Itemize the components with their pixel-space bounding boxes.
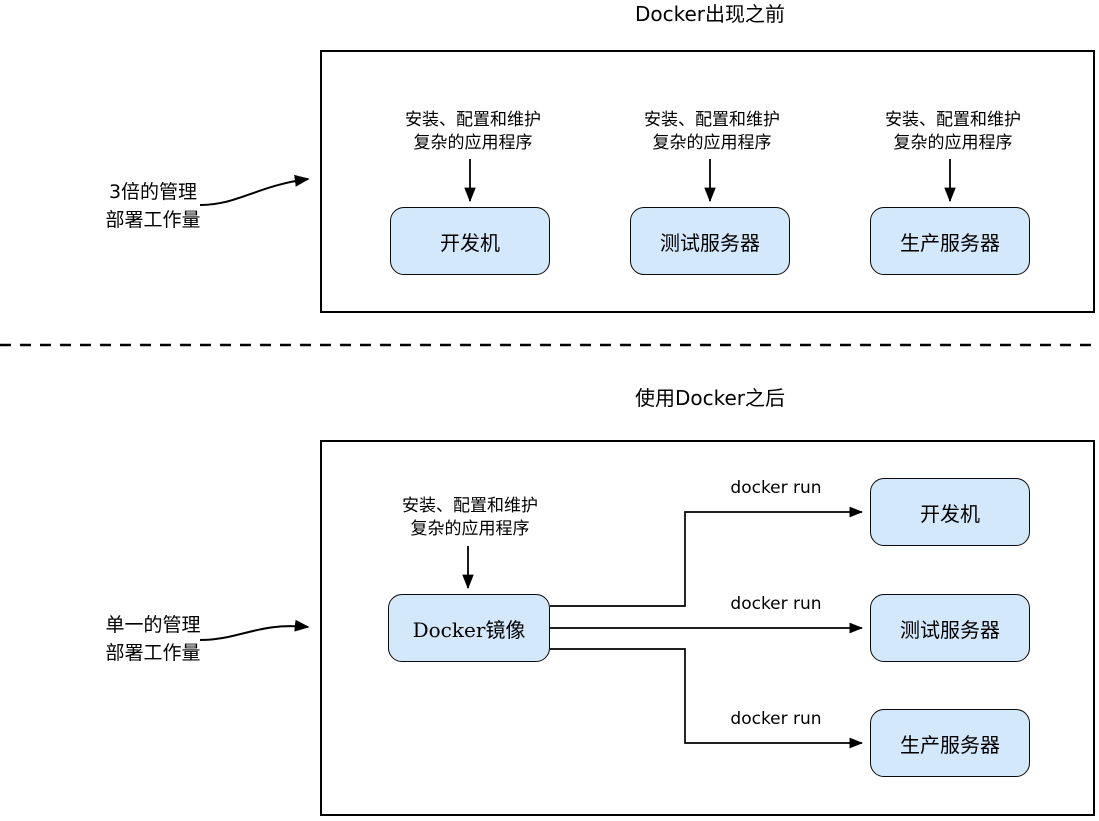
top-annotation-3-line2: 复杂的应用程序 bbox=[893, 133, 1013, 153]
node-prod-server-top[interactable]: 生产服务器 bbox=[870, 207, 1030, 275]
top-side-label-line1: 3倍的管理 bbox=[108, 181, 198, 203]
top-side-label-line2: 部署工作量 bbox=[105, 209, 201, 231]
bottom-annotation-line1: 安装、配置和维护 bbox=[402, 496, 538, 516]
top-annotation-2-line1: 安装、配置和维护 bbox=[644, 110, 780, 130]
top-section-title: Docker出现之前 bbox=[634, 2, 786, 26]
node-prod-server-bottom[interactable]: 生产服务器 bbox=[870, 709, 1030, 777]
top-annotation-2-line2: 复杂的应用程序 bbox=[652, 133, 772, 153]
top-annotation-1-line2: 复杂的应用程序 bbox=[413, 133, 533, 153]
top-annotation-3-line1: 安装、配置和维护 bbox=[885, 110, 1021, 130]
edge-docker-run-3 bbox=[550, 648, 864, 749]
bottom-side-label-line2: 部署工作量 bbox=[105, 642, 201, 664]
top-curved-arrow bbox=[199, 174, 310, 206]
edge-docker-run-1 bbox=[550, 506, 864, 607]
top-annotation-1-line1: 安装、配置和维护 bbox=[405, 110, 541, 130]
edge-label-docker-run-3: docker run bbox=[730, 709, 822, 729]
node-docker-image[interactable]: Docker镜像 bbox=[388, 594, 550, 662]
bottom-section-frame bbox=[320, 440, 1095, 816]
bottom-annotation-line2: 复杂的应用程序 bbox=[410, 519, 530, 539]
bottom-curved-arrow bbox=[199, 619, 310, 641]
edge-label-docker-run-2: docker run bbox=[730, 594, 822, 614]
node-test-server-top[interactable]: 测试服务器 bbox=[630, 207, 790, 275]
node-dev-machine-top[interactable]: 开发机 bbox=[390, 207, 550, 275]
edge-label-docker-run-1: docker run bbox=[730, 478, 822, 498]
top-section-frame bbox=[320, 50, 1095, 313]
bottom-section-title: 使用Docker之后 bbox=[634, 386, 786, 410]
bottom-side-label-line1: 单一的管理 bbox=[105, 614, 201, 636]
node-test-server-bottom[interactable]: 测试服务器 bbox=[870, 594, 1030, 662]
node-dev-machine-bottom[interactable]: 开发机 bbox=[870, 478, 1030, 546]
